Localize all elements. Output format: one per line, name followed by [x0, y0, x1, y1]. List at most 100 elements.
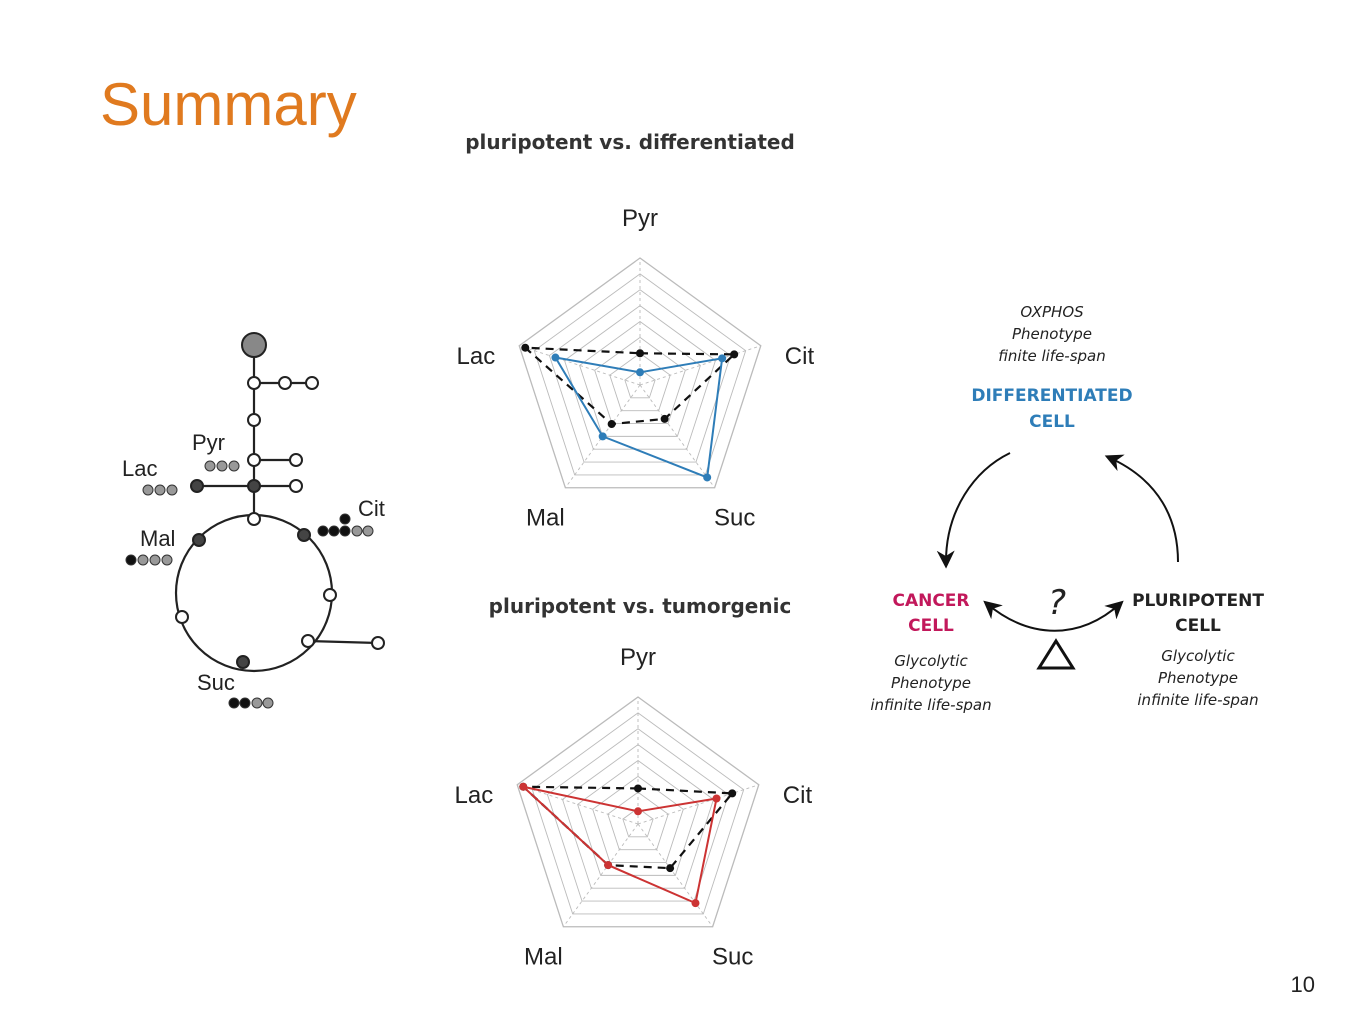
radar-grid-ring — [579, 320, 701, 437]
arrow-diff-to-cancer — [936, 452, 1011, 569]
cancer-name-2: CELL — [908, 616, 954, 636]
node — [278, 376, 292, 390]
radar-point-dashed — [660, 414, 669, 423]
radar-title-tumorgenic: pluripotent vs. tumorgenic — [489, 594, 792, 618]
node — [305, 376, 319, 390]
node — [371, 636, 385, 650]
node-pyruvate — [247, 453, 261, 467]
radar-point-solid — [519, 782, 528, 791]
pluri-phenotype-3: infinite life-span — [1137, 691, 1258, 709]
node — [247, 413, 261, 427]
diff-phenotype-2: Phenotype — [1012, 325, 1092, 343]
radar-point-solid — [718, 354, 727, 363]
radar-point-dashed — [634, 784, 642, 793]
cancer-phenotype-3: infinite life-span — [870, 696, 991, 714]
radar-series-solid — [519, 784, 718, 905]
node-succinate — [236, 655, 250, 669]
node — [289, 479, 303, 493]
label-pyr: Pyr — [192, 430, 225, 455]
radar-point-dashed — [666, 864, 675, 873]
radar-grid-ring — [518, 257, 762, 489]
radar-grid-ring — [548, 289, 732, 463]
radar-grid-ring — [609, 352, 671, 412]
diff-name-2: CELL — [1029, 412, 1075, 432]
radar-grid-ring — [622, 807, 654, 838]
radar-grid-ring — [607, 791, 669, 851]
label-lac: Lac — [122, 456, 157, 481]
diff-name-1: DIFFERENTIATED — [971, 386, 1132, 406]
radar-series-dashed — [522, 346, 737, 426]
radar-series-solid — [553, 356, 724, 479]
label-suc: Suc — [197, 670, 235, 695]
question-mark: ? — [1048, 583, 1066, 623]
radar-point-solid — [634, 807, 642, 816]
radar-grid-ring — [561, 744, 715, 889]
arrow-cancer-pluri — [983, 600, 1124, 632]
diff-phenotype-3: finite life-span — [998, 347, 1106, 365]
radar-axis-label: Lac — [455, 782, 494, 809]
node — [175, 610, 189, 624]
node — [247, 376, 261, 390]
label-mal: Mal — [140, 526, 175, 551]
cancer-phenotype-2: Phenotype — [891, 674, 971, 692]
slide-title: Summary — [100, 71, 357, 138]
radar-point-dashed — [728, 789, 737, 798]
radar-axis-label: Mal — [526, 505, 565, 532]
radar-point-solid — [636, 368, 644, 377]
radar-axis-label: Pyr — [620, 644, 656, 671]
pluri-name-2: CELL — [1175, 616, 1221, 636]
radar-grid-ring — [577, 759, 699, 876]
node-citrate — [297, 528, 311, 542]
node — [289, 453, 303, 467]
node-malate — [192, 533, 206, 547]
pathway-dot-groups — [125, 460, 374, 709]
node-acetyl — [247, 479, 261, 493]
radar-grid-ring — [546, 728, 730, 902]
radar-axis-label: Lac — [457, 343, 496, 370]
radar-point-dashed — [636, 349, 644, 358]
pluri-phenotype-1: Glycolytic — [1161, 647, 1235, 665]
radar-axis-label: Mal — [524, 944, 563, 971]
radar-grid-ring — [563, 305, 717, 450]
radar-point-dashed — [521, 343, 530, 352]
radar-point-solid — [598, 432, 607, 441]
radar-grid-ring — [516, 696, 760, 928]
pathway-diagram — [174, 345, 379, 673]
cell-cycle-diagram: OXPHOS Phenotype finite life-span DIFFER… — [870, 303, 1264, 714]
radar-axis-label: Cit — [785, 343, 815, 370]
pathway-branch — [307, 639, 379, 645]
radar-grid-ring — [624, 368, 656, 399]
radar-grid-ring — [531, 712, 745, 915]
node-glucose — [241, 332, 267, 358]
page-number: 10 — [1290, 972, 1315, 997]
pluri-name-1: PLURIPOTENT — [1132, 591, 1264, 611]
node — [323, 588, 337, 602]
radar-title-differentiated: pluripotent vs. differentiated — [465, 130, 795, 154]
radar-point-dashed — [730, 350, 739, 359]
radar-axis-label: Pyr — [622, 205, 658, 232]
radar-point-solid — [551, 353, 560, 362]
radar-grid-ring — [533, 273, 747, 476]
diff-phenotype-1: OXPHOS — [1020, 303, 1084, 321]
radar-axis-label: Suc — [712, 944, 753, 971]
radar-axis-label: Cit — [783, 782, 813, 809]
label-cit: Cit — [358, 496, 385, 521]
pathway-nodes — [175, 332, 385, 669]
cancer-name-1: CANCER — [892, 591, 969, 611]
delta-icon — [1036, 638, 1076, 670]
radar-point-solid — [712, 794, 721, 803]
cancer-phenotype-1: Glycolytic — [894, 652, 968, 670]
radar-point-solid — [703, 473, 712, 482]
radar-point-solid — [691, 899, 700, 908]
pluri-phenotype-2: Phenotype — [1158, 669, 1238, 687]
node-lactate — [190, 479, 204, 493]
radar-series-dashed — [520, 785, 735, 870]
node-oaa — [247, 512, 261, 526]
node — [301, 634, 315, 648]
arrow-pluri-to-diff — [1104, 454, 1179, 563]
radar-axis-label: Suc — [714, 505, 755, 532]
radar-point-solid — [604, 861, 613, 870]
